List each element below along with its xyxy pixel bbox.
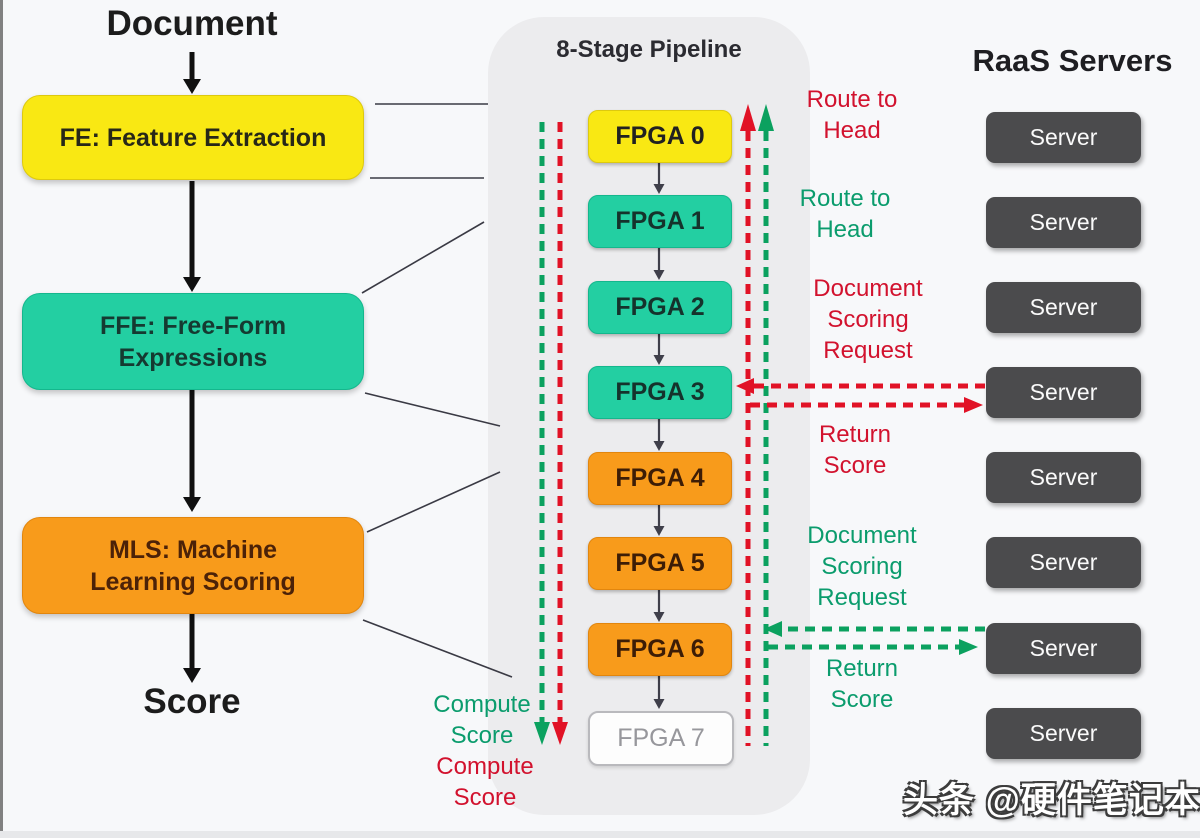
ffe-box-label: FFE: Free-Form Expressions [99, 311, 287, 372]
arrow-mls-to-score [183, 614, 201, 683]
fpga-6-label: FPGA 6 [615, 635, 705, 663]
fpga-0-label: FPGA 0 [615, 122, 705, 150]
ffe-box: FFE: Free-Form Expressions [22, 293, 364, 390]
server-box-8: Server [986, 708, 1141, 759]
fpga-4-label: FPGA 4 [615, 464, 705, 492]
right-arrowhead-green [959, 639, 978, 655]
server-5-label: Server [1029, 464, 1098, 490]
server-1-label: Server [1029, 124, 1098, 150]
return-score-label-green: Return Score [825, 655, 899, 713]
fpga-2-box: FPGA 2 [588, 281, 732, 334]
return-score-label-red: Return Score [818, 421, 892, 479]
fpga-1-box: FPGA 1 [588, 195, 732, 248]
server-7-label: Server [1029, 635, 1098, 661]
server-box-1: Server [986, 112, 1141, 163]
document-label: Document [106, 4, 278, 43]
fpga-5-box: FPGA 5 [588, 537, 732, 590]
fpga-6-box: FPGA 6 [588, 623, 732, 676]
right-arrowhead-red [964, 397, 983, 413]
pipeline-title: 8-Stage Pipeline [556, 36, 742, 63]
watermark: 头条 @硬件笔记本 [903, 781, 1200, 820]
server-4-label: Server [1029, 379, 1098, 405]
fe-box-label: FE: Feature Extraction [59, 123, 327, 152]
compute-score-label-red: Compute Score [436, 753, 534, 811]
mls-box: MLS: Machine Learning Scoring [22, 517, 364, 614]
server-8-label: Server [1029, 720, 1098, 746]
route-to-head-label-green: Route to Head [799, 185, 891, 243]
mapping-line-mls-top [366, 471, 501, 533]
server-box-5: Server [986, 452, 1141, 503]
server-2-label: Server [1029, 209, 1098, 235]
arrow-ffe-to-mls [183, 390, 201, 512]
bottom-strip [0, 831, 1200, 838]
fpga-7-label: FPGA 7 [617, 724, 705, 752]
fpga-3-box: FPGA 3 [588, 366, 732, 419]
mapping-line-ffe-top [361, 221, 485, 294]
fpga-5-label: FPGA 5 [615, 549, 705, 577]
server-box-4: Server [986, 367, 1141, 418]
left-edge-strip [0, 0, 3, 838]
server-box-6: Server [986, 537, 1141, 588]
route-to-head-label-red: Route to Head [806, 86, 898, 144]
document-scoring-request-label-green: Document Scoring Request [807, 522, 917, 611]
arrow-document-to-fe [183, 52, 201, 94]
fpga-0-box: FPGA 0 [588, 110, 732, 163]
server-box-2: Server [986, 197, 1141, 248]
fpga-7-box: FPGA 7 [588, 711, 734, 766]
raas-servers-title: RaaS Servers [972, 43, 1173, 78]
server-3-label: Server [1029, 294, 1098, 320]
server-box-3: Server [986, 282, 1141, 333]
server-box-7: Server [986, 623, 1141, 674]
mls-box-label: MLS: Machine Learning Scoring [90, 535, 296, 596]
fpga-4-box: FPGA 4 [588, 452, 732, 505]
mapping-line-ffe-bottom [364, 392, 501, 427]
compute-score-label-green: Compute Score [433, 691, 531, 749]
fpga-3-label: FPGA 3 [615, 378, 705, 406]
server-6-label: Server [1029, 549, 1098, 575]
fpga-2-label: FPGA 2 [615, 293, 705, 321]
document-scoring-request-label-red: Document Scoring Request [813, 275, 923, 364]
score-label: Score [143, 682, 241, 721]
fpga-1-label: FPGA 1 [615, 207, 705, 235]
fe-box: FE: Feature Extraction [22, 95, 364, 180]
arrow-fe-to-ffe [183, 181, 201, 292]
